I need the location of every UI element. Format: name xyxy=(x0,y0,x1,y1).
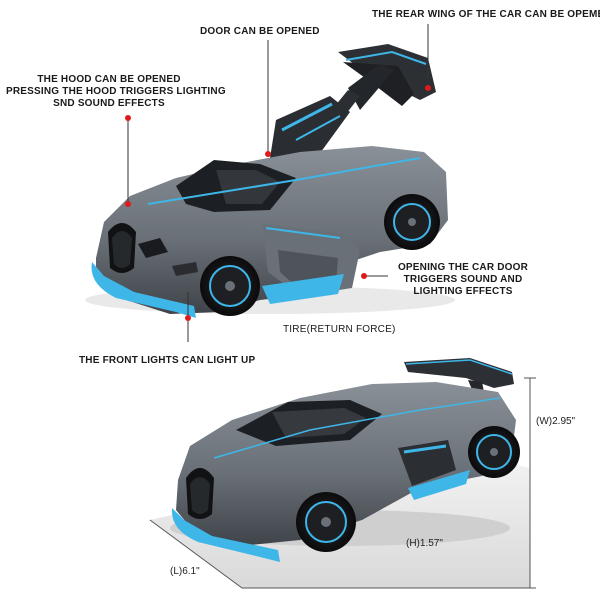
rear-wing-marker xyxy=(425,85,431,91)
door-sound-callout-line1: OPENING THE CAR DOOR xyxy=(397,262,529,273)
door-sound-marker xyxy=(361,273,367,279)
width-dimension: (W)2.95" xyxy=(536,416,576,427)
rear-wing xyxy=(322,44,436,132)
top-car xyxy=(85,44,455,318)
front-lights-callout: THE FRONT LIGHTS CAN LIGHT UP xyxy=(79,355,256,366)
rear-wheel-top xyxy=(384,194,440,250)
front-wheel-bottom xyxy=(296,492,356,552)
hood-marker xyxy=(125,115,131,121)
hood-callout-line1: THE HOOD CAN BE OPENED xyxy=(37,74,181,85)
rear-wheel-bottom xyxy=(468,426,520,478)
bottom-car xyxy=(149,358,536,589)
rear-wing-callout: THE REAR WING OF THE CAR CAN BE OPEMED xyxy=(372,9,600,20)
hood-callout-line3: SND SOUND EFFECTS xyxy=(53,98,165,109)
tire-callout: TIRE(RETURN FORCE) xyxy=(283,324,396,335)
door-sound-callout-line2: TRIGGERS SOUND AND xyxy=(403,274,523,285)
door-marker xyxy=(265,151,271,157)
height-dimension: (H)1.57" xyxy=(406,538,443,549)
door-callout: DOOR CAN BE OPENED xyxy=(200,26,320,37)
hood-callout-line2: PRESSING THE HOOD TRIGGERS LIGHTING xyxy=(6,86,226,97)
door-sound-callout: OPENING THE CAR DOOR TRIGGERS SOUND AND … xyxy=(390,262,536,298)
tire-marker xyxy=(185,315,191,321)
opened-hood xyxy=(270,96,350,158)
front-wheel-top xyxy=(200,256,260,316)
door-sound-callout-line3: LIGHTING EFFECTS xyxy=(413,286,513,297)
length-dimension: (L)6.1" xyxy=(170,566,200,577)
hood-callout: THE HOOD CAN BE OPENED PRESSING THE HOOD… xyxy=(6,74,226,110)
callout-markers xyxy=(125,24,431,342)
